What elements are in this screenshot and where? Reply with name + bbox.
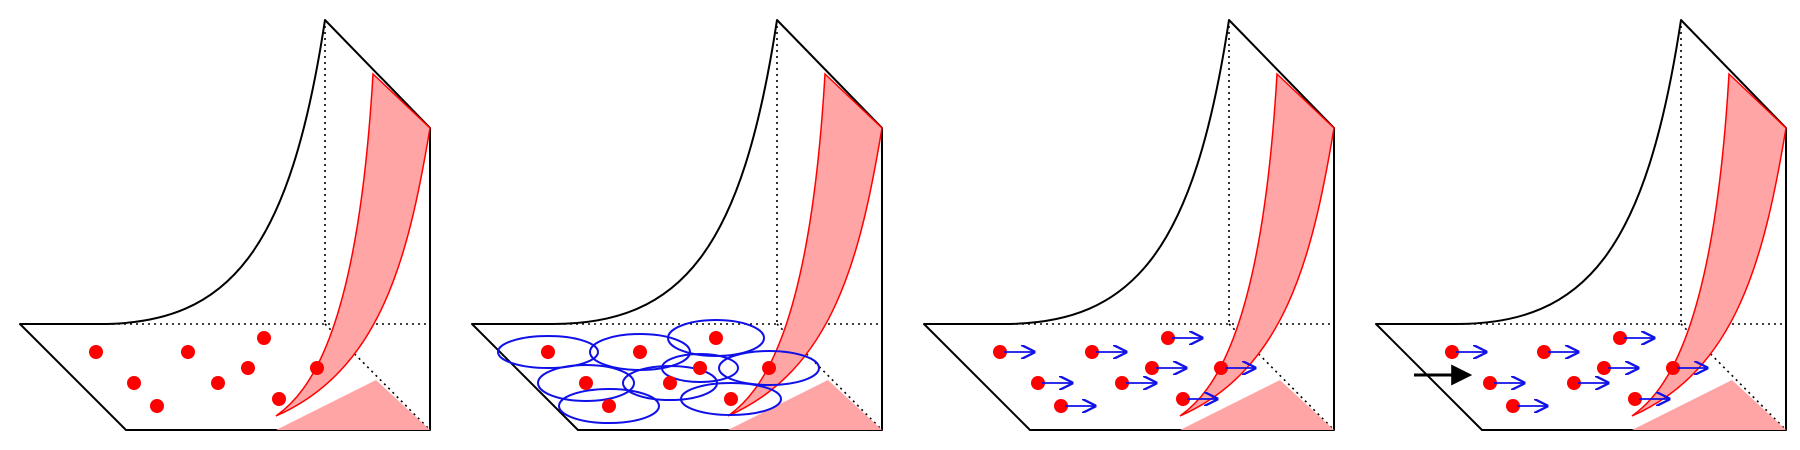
sample-point	[1666, 361, 1680, 375]
sample-point	[1054, 399, 1068, 413]
panel-1	[19, 19, 431, 431]
sample-point	[1537, 345, 1551, 359]
uncertainty-ellipse	[497, 335, 599, 369]
constraint-region-floor	[1632, 380, 1786, 430]
sample-point	[1628, 392, 1642, 406]
sample-point	[272, 392, 286, 406]
sample-point	[150, 399, 164, 413]
uncertainty-ellipse	[680, 382, 782, 416]
sample-point	[89, 345, 103, 359]
sample-point	[1085, 345, 1099, 359]
constraint-region-floor	[728, 380, 882, 430]
panel-3	[923, 19, 1335, 431]
panel-2	[471, 19, 883, 431]
panel-4	[1375, 19, 1787, 431]
sample-point	[1506, 399, 1520, 413]
constraint-region-floor	[276, 380, 430, 430]
constraint-region-wall	[727, 72, 883, 417]
sample-point	[762, 361, 776, 375]
sample-point	[1445, 345, 1459, 359]
sample-point	[1483, 376, 1497, 390]
sample-point	[579, 376, 593, 390]
sample-point	[257, 331, 271, 345]
sample-point	[211, 376, 225, 390]
sample-point	[181, 345, 195, 359]
sample-point	[241, 361, 255, 375]
uncertainty-ellipse	[718, 350, 820, 386]
sample-point	[1176, 392, 1190, 406]
sample-point	[1161, 331, 1175, 345]
constraint-region-wall	[275, 72, 431, 417]
sample-point	[1115, 376, 1129, 390]
sample-point	[993, 345, 1007, 359]
sample-point	[310, 361, 324, 375]
uncertainty-ellipse	[558, 388, 660, 424]
uncertainty-ellipse	[661, 353, 739, 383]
sample-point	[541, 345, 555, 359]
sample-point	[1214, 361, 1228, 375]
sample-point	[663, 376, 677, 390]
constraint-region-floor	[1180, 380, 1334, 430]
sample-point	[127, 376, 141, 390]
sample-point	[1145, 361, 1159, 375]
sample-point	[709, 331, 723, 345]
sample-point	[693, 361, 707, 375]
sample-point	[1597, 361, 1611, 375]
sample-point	[724, 392, 738, 406]
constraint-region-wall	[1631, 72, 1787, 417]
sample-point	[1031, 376, 1045, 390]
constraint-region-wall	[1179, 72, 1335, 417]
sample-point	[1613, 331, 1627, 345]
sample-point	[633, 345, 647, 359]
sample-point	[1567, 376, 1581, 390]
sample-point	[602, 399, 616, 413]
uncertainty-ellipse	[537, 364, 635, 402]
